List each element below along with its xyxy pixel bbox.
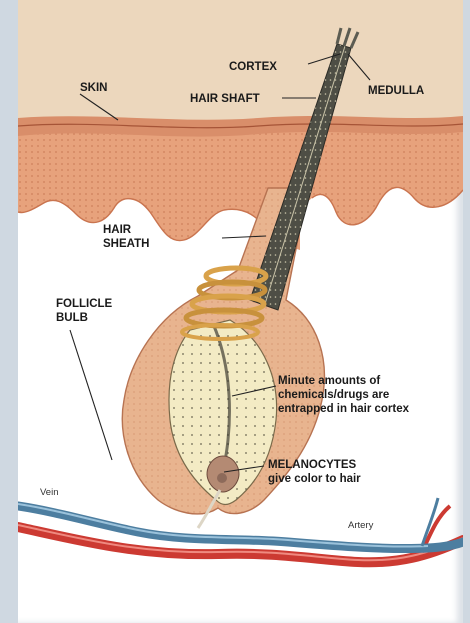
label-minute-1: Minute amounts of: [278, 375, 380, 387]
label-melanocytes-1: MELANOCYTES: [268, 459, 357, 471]
label-hair-shaft: HAIR SHAFT: [190, 93, 260, 105]
skin-dermis-texture: [18, 132, 463, 250]
label-medulla: MEDULLA: [368, 85, 424, 97]
label-artery: Artery: [348, 520, 374, 531]
diagram-canvas: CORTEX MEDULLA SKIN HAIR SHAFT HAIR SHEA…: [18, 0, 463, 623]
label-skin: SKIN: [80, 82, 107, 94]
label-cortex: CORTEX: [229, 61, 277, 73]
label-melanocytes-2: give color to hair: [268, 473, 361, 485]
hair-follicle-diagram: CORTEX MEDULLA SKIN HAIR SHAFT HAIR SHEA…: [18, 0, 463, 623]
label-follicle-bulb-2: BULB: [56, 312, 88, 324]
label-hair-sheath-2: SHEATH: [103, 238, 149, 250]
label-minute-3: entrapped in hair cortex: [278, 403, 410, 415]
label-follicle-bulb-1: FOLLICLE: [56, 298, 113, 310]
leader-follicle-bulb: [70, 330, 112, 460]
papilla-core: [217, 473, 227, 483]
label-hair-sheath-1: HAIR: [103, 224, 132, 236]
label-minute-2: chemicals/drugs are: [278, 389, 389, 401]
label-vein: Vein: [40, 487, 59, 498]
